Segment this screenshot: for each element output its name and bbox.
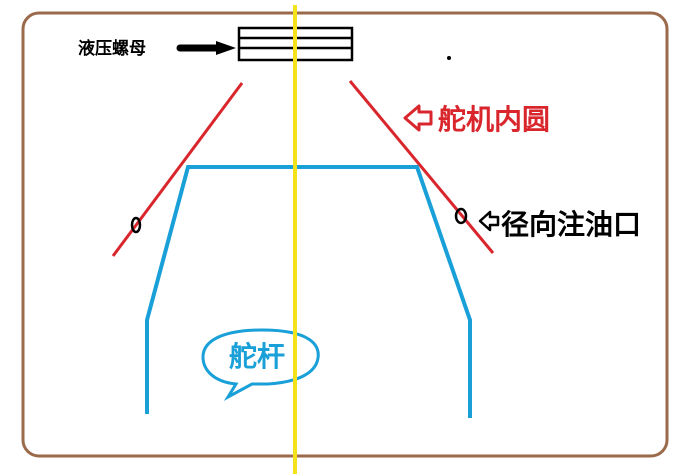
tiller-bore-arrow [403, 104, 433, 132]
tiller-bore-left-line [111, 82, 244, 257]
tiller-bore-label: 舵机内圆 [438, 103, 550, 136]
hydraulic-nut-label: 液压螺母 [78, 38, 146, 59]
oil-port-right-icon [454, 207, 468, 225]
rudder-stock-speech-bubble [201, 328, 320, 401]
tiller-bore-right-line [348, 80, 495, 254]
oil-port-left-icon [130, 216, 142, 234]
hydraulic-nut-arrow [176, 41, 236, 55]
diagram-frame [21, 11, 669, 458]
stray-dot [447, 56, 451, 60]
oil-port-arrow [478, 210, 500, 232]
rudder-stock-outline [145, 165, 472, 418]
rudder-stock-label: 舵杆 [229, 340, 285, 373]
radial-oil-port-label: 径向注油口 [501, 208, 641, 241]
